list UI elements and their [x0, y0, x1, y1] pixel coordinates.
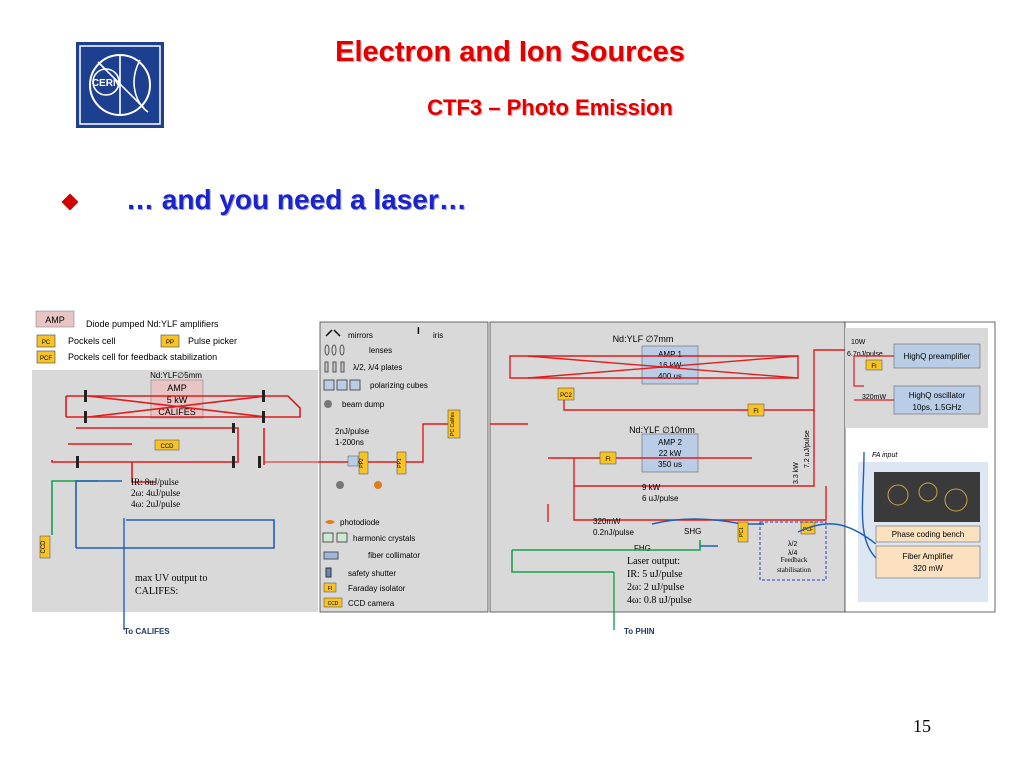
svg-text:Nd:YLF ∅7mm: Nd:YLF ∅7mm [613, 334, 674, 344]
svg-text:stabilisation: stabilisation [777, 566, 811, 574]
legend-amplifiers: AMP Diode pumped Nd:YLF amplifiers PC Po… [35, 310, 237, 364]
svg-text:350 us: 350 us [658, 460, 682, 469]
svg-text:I: I [417, 326, 420, 337]
svg-text:4ω: 0.8 uJ/pulse: 4ω: 0.8 uJ/pulse [627, 595, 692, 606]
svg-text:Pockels cell: Pockels cell [68, 336, 116, 346]
svg-text:HighQ oscillator: HighQ oscillator [909, 391, 966, 400]
svg-text:4ω: 2uJ/pulse: 4ω: 2uJ/pulse [131, 499, 180, 509]
svg-text:320 mW: 320 mW [913, 564, 943, 573]
svg-text:CCD: CCD [41, 540, 47, 554]
svg-text:CCD: CCD [161, 444, 175, 450]
phin-panel: Nd:YLF ∅7mm AMP 1 16 kW 400 us Nd:YLF ∅1… [489, 321, 848, 630]
svg-text:Fiber Amplifier: Fiber Amplifier [902, 552, 953, 561]
svg-text:CCD camera: CCD camera [348, 599, 395, 608]
svg-text:polarizing cubes: polarizing cubes [370, 381, 428, 390]
svg-text:AMP 1: AMP 1 [658, 350, 682, 359]
bullet-text: … and you need a laser… [126, 184, 467, 215]
svg-text:Nd:YLF∅5mm: Nd:YLF∅5mm [150, 371, 202, 380]
svg-text:PP1: PP1 [397, 458, 403, 468]
svg-text:10W: 10W [851, 339, 866, 346]
svg-text:2ω: 4uJ/pulse: 2ω: 4uJ/pulse [131, 488, 180, 498]
svg-text:AMP 2: AMP 2 [658, 438, 682, 447]
svg-text:400 us: 400 us [658, 372, 682, 381]
svg-text:Phase coding bench: Phase coding bench [892, 530, 965, 539]
svg-text:safety shutter: safety shutter [348, 569, 396, 578]
svg-text:PP2: PP2 [359, 458, 365, 468]
svg-text:AMP: AMP [45, 315, 65, 325]
califes-panel: Nd:YLF∅5mm AMP 5 kW CALIFES CCD CCD [32, 370, 333, 630]
svg-text:5 kW: 5 kW [167, 395, 188, 405]
svg-text:FHG: FHG [634, 544, 651, 553]
svg-text:PCF: PCF [803, 527, 813, 533]
svg-text:λ/2: λ/2 [788, 541, 797, 548]
svg-text:7.2 uJ/pulse: 7.2 uJ/pulse [804, 430, 811, 468]
laser-diagram: AMP Diode pumped Nd:YLF amplifiers PC Po… [32, 310, 996, 636]
svg-text:CALIFES: CALIFES [158, 407, 196, 417]
svg-text:320mW: 320mW [593, 517, 621, 526]
to-califes-label: To CALIFES [124, 627, 170, 636]
svg-text:PC: PC [42, 340, 51, 346]
svg-text:AMP: AMP [167, 383, 187, 393]
svg-text:λ/2, λ/4 plates: λ/2, λ/4 plates [353, 363, 402, 372]
svg-text:9 kW: 9 kW [642, 483, 661, 492]
svg-text:Pulse picker: Pulse picker [188, 336, 237, 346]
svg-text:3.3 kW: 3.3 kW [793, 462, 800, 484]
svg-text:PCF: PCF [40, 356, 52, 362]
svg-text:6 uJ/pulse: 6 uJ/pulse [642, 494, 679, 503]
svg-text:16 kW: 16 kW [659, 361, 682, 370]
svg-text:10ps, 1.5GHz: 10ps, 1.5GHz [913, 403, 962, 412]
svg-text:harmonic crystals: harmonic crystals [353, 534, 415, 543]
svg-text:Laser output:: Laser output: [627, 556, 680, 567]
svg-text:FA input: FA input [872, 452, 898, 459]
slide-subtitle: CTF3 – Photo Emission [427, 95, 673, 120]
svg-text:FI: FI [605, 457, 611, 463]
svg-text:6.7nJ/pulse: 6.7nJ/pulse [847, 351, 883, 358]
svg-text:FI: FI [328, 586, 332, 592]
svg-text:Diode pumped Nd:YLF amplifiers: Diode pumped Nd:YLF amplifiers [86, 319, 219, 329]
svg-text:Pockels cell for feedback stab: Pockels cell for feedback stabilization [68, 352, 217, 362]
svg-text:fiber collimator: fiber collimator [368, 551, 420, 560]
svg-text:CALIFES:: CALIFES: [135, 586, 178, 597]
svg-text:Faraday isolator: Faraday isolator [348, 584, 406, 593]
svg-text:max UV output to: max UV output to [135, 573, 207, 584]
svg-text:HighQ preamplifier: HighQ preamplifier [904, 352, 971, 361]
svg-text:PC1: PC1 [739, 527, 745, 537]
bullet-diamond-icon [61, 193, 79, 211]
svg-text:FI: FI [871, 364, 877, 370]
fiber-panel: 10W 6.7nJ/pulse HighQ preamplifier FI 32… [797, 321, 996, 613]
optics-legend-panel: mirrors I iris lenses λ/2, λ/4 plates po… [318, 321, 489, 613]
svg-text:1-200ns: 1-200ns [335, 438, 364, 447]
svg-text:2ω: 2 uJ/pulse: 2ω: 2 uJ/pulse [627, 582, 685, 593]
svg-text:Feedback: Feedback [781, 556, 808, 564]
logo-text: CERN [92, 78, 120, 89]
svg-text:beam dump: beam dump [342, 400, 385, 409]
svg-text:PC Califes: PC Califes [450, 412, 456, 436]
svg-text:photodiode: photodiode [340, 518, 380, 527]
page-number: 15 [913, 716, 931, 736]
svg-text:22 kW: 22 kW [659, 449, 682, 458]
svg-text:PP: PP [166, 340, 174, 346]
cern-logo: CERN [76, 42, 164, 128]
svg-text:0.2nJ/pulse: 0.2nJ/pulse [593, 528, 634, 537]
svg-text:Nd:YLF ∅10mm: Nd:YLF ∅10mm [629, 425, 695, 435]
svg-text:CCD: CCD [328, 601, 339, 607]
svg-text:FI: FI [753, 409, 759, 415]
svg-text:IR: 5 uJ/pulse: IR: 5 uJ/pulse [627, 569, 683, 580]
svg-text:IR: 8uJ/pulse: IR: 8uJ/pulse [131, 477, 179, 487]
svg-text:mirrors: mirrors [348, 331, 373, 340]
svg-text:iris: iris [433, 331, 443, 340]
svg-text:320mW: 320mW [862, 394, 887, 401]
svg-text:PC2: PC2 [560, 393, 572, 399]
svg-text:lenses: lenses [369, 346, 392, 355]
svg-text:λ/4: λ/4 [788, 550, 797, 557]
to-phin-label: To PHIN [624, 627, 655, 636]
svg-text:SHG: SHG [684, 527, 701, 536]
slide-title: Electron and Ion Sources [335, 36, 685, 68]
svg-text:2nJ/pulse: 2nJ/pulse [335, 427, 370, 436]
